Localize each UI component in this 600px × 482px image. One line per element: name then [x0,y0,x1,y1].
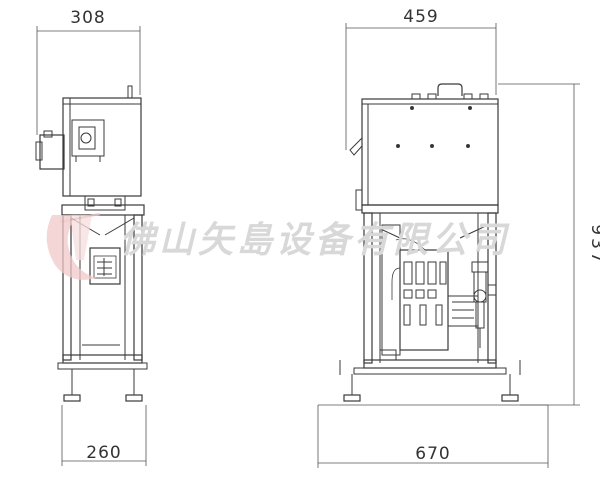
dimension-label-260: 260 [86,443,121,463]
right-bottom-dimension [317,404,549,468]
company-name-watermark: 佛山矢島设备有限公司 [120,219,510,261]
dimension-label-937: 937 [587,224,600,265]
left-top-dimension [36,26,141,135]
right-front-view [317,23,580,468]
company-logo-icon [46,213,101,280]
left-bottom-dimension [61,405,147,466]
left-side-view [35,26,148,466]
right-height-dimension [498,83,580,406]
dimension-label-670: 670 [415,444,450,464]
company-watermark: 佛山矢島设备有限公司 [46,213,510,280]
dimension-label-308: 308 [70,8,105,28]
right-top-dimension [345,23,497,150]
dimension-label-459: 459 [403,7,438,27]
